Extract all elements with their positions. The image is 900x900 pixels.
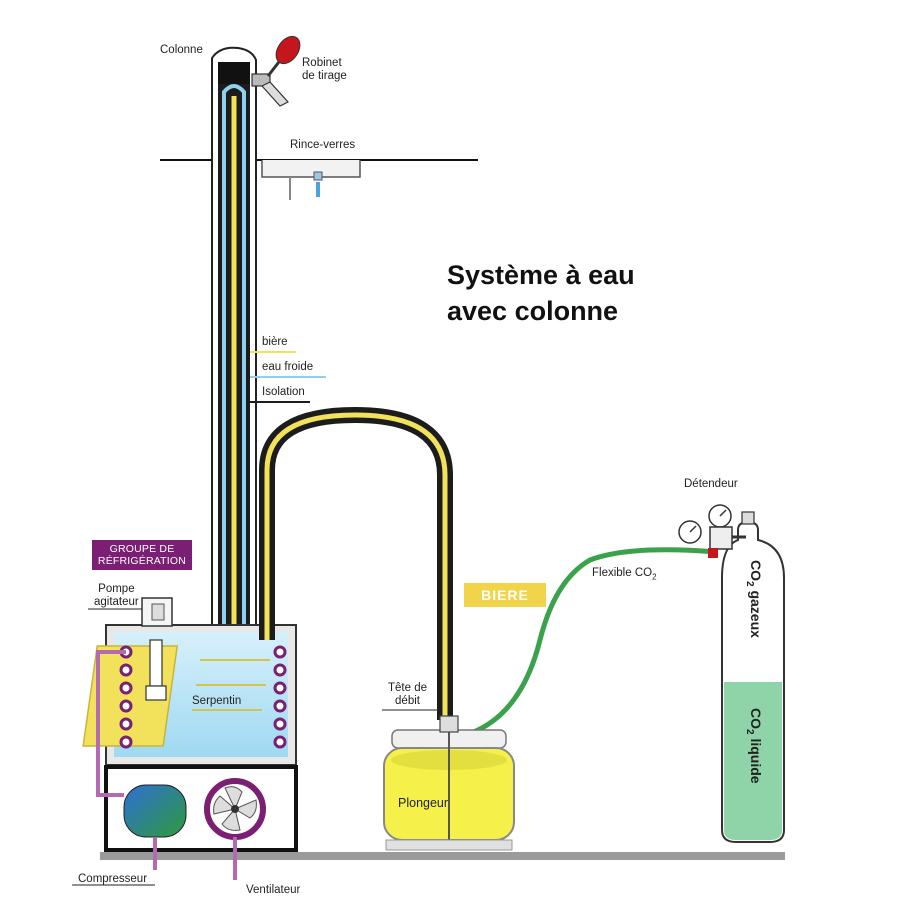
label-tete-line-2: débit — [395, 695, 420, 707]
pump-agitator — [141, 597, 173, 701]
refrigeration-tank — [82, 624, 297, 766]
label-serpentin: Serpentin — [192, 695, 242, 707]
label-ventilateur: Ventilateur — [246, 884, 301, 896]
label-detendeur: Détendeur — [684, 478, 738, 490]
groupe-line-2: RÉFRIGÉRATION — [97, 555, 187, 567]
label-groupe-refrigeration: GROUPE DE RÉFRIGÉRATION — [92, 540, 192, 570]
label-compresseur: Compresseur — [78, 873, 148, 885]
label-tete-line-1: Tête de — [388, 682, 427, 694]
label-pompe-agitateur: Pompe agitateur — [94, 583, 139, 609]
groupe-line-1: GROUPE DE — [109, 543, 175, 555]
label-co2-gazeux: CO2 gazeux — [744, 560, 764, 638]
title-line-1: Système à eau — [447, 260, 635, 290]
floor — [100, 852, 785, 860]
title-line-2: avec colonne — [447, 296, 619, 326]
leader-lines — [72, 351, 440, 886]
refrigerant-pipes — [96, 650, 237, 880]
label-rince-verres: Rince-verres — [290, 139, 356, 151]
flexible-sub: 2 — [652, 572, 657, 582]
pressure-regulator — [678, 504, 746, 558]
label-isolation: Isolation — [262, 386, 305, 398]
label-tete-de-debit: Tête de débit — [388, 682, 427, 708]
glass-rinser — [261, 160, 361, 200]
compressor-unit — [104, 765, 298, 852]
label-eau-froide: eau froide — [262, 361, 314, 373]
label-co2-liquide: CO2 liquide — [744, 708, 764, 784]
label-robinet-line-1: Robinet — [302, 57, 342, 69]
column — [211, 46, 257, 645]
co2-liquide-pre: CO — [748, 708, 764, 729]
beer-tap — [251, 35, 301, 107]
co2-hose — [461, 547, 717, 739]
label-colonne: Colonne — [160, 44, 203, 56]
co2-gazeux-post: gazeux — [748, 586, 764, 638]
co2-bottle — [721, 511, 785, 843]
diagram-title: Système à eau avec colonne — [447, 257, 635, 329]
label-plongeur: Plongeur — [398, 796, 449, 810]
keg — [383, 715, 515, 851]
label-flexible-co2: Flexible CO2 — [592, 567, 657, 583]
beer-hose — [259, 406, 453, 720]
label-biere-badge: BIERE — [464, 583, 546, 607]
label-pompe-line-1: Pompe — [98, 583, 135, 595]
label-robinet-line-2: de tirage — [302, 70, 347, 82]
flexible-text: Flexible CO — [592, 567, 653, 579]
compressor — [123, 784, 187, 838]
label-robinet: Robinet de tirage — [302, 57, 347, 83]
label-biere-line: bière — [262, 336, 288, 348]
co2-liquide-post: liquide — [748, 734, 764, 784]
co2-gazeux-pre: CO — [748, 560, 764, 581]
label-pompe-line-2: agitateur — [94, 596, 139, 608]
